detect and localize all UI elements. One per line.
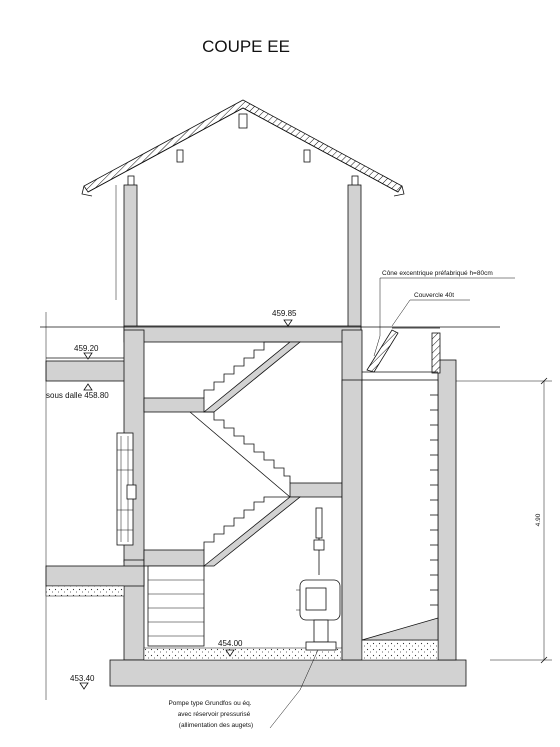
lower-external-slab: [45, 565, 145, 587]
dimension-value: 4.90: [535, 513, 542, 526]
chamber-wall-left: [341, 379, 363, 661]
pump-leader: [269, 649, 319, 729]
ladder-rungs: [430, 394, 438, 606]
level-marker-453-40: [79, 682, 89, 690]
pump-label-1: Pompe type Grundfos ou éq.: [168, 700, 251, 707]
dimension-line: [456, 377, 552, 664]
chamber-wall-right: [437, 359, 457, 661]
level-marker-459-85: [283, 319, 293, 327]
landing-3: [143, 549, 205, 567]
cover-label: Couvercle 40t: [414, 292, 454, 299]
level-marker-459-20: [83, 352, 93, 360]
eccentric-cone: [362, 327, 441, 374]
purlin-right: [303, 149, 311, 163]
level-marker-sous-dalle: [83, 383, 93, 391]
pump-label-2: avec réservoir pressurisé: [178, 711, 251, 718]
ridge-beam: [238, 113, 248, 129]
level-sous-dalle: sous dalle 458.80: [46, 391, 109, 400]
chamber-benching: [361, 617, 439, 641]
stair-flight-3: [202, 496, 302, 567]
stair-flight-1: [202, 341, 302, 413]
cone-leader: [373, 278, 381, 357]
pump-label-3: (allimentation des augets): [179, 722, 253, 729]
cover-leader: [391, 299, 470, 327]
upper-floor-slab: [123, 325, 362, 343]
upper-wall-left: [123, 184, 138, 331]
level-459-20: 459.20: [74, 344, 99, 353]
level-453-40: 453.40: [70, 674, 95, 683]
drawing-title: COUPE EE: [202, 37, 290, 56]
level-marker-454-00: [225, 649, 235, 657]
landing-2: [289, 482, 343, 498]
wall-plate-left: [127, 175, 135, 187]
stair-flight-2: [189, 411, 291, 498]
level-459-85: 459.85: [272, 309, 297, 318]
base-slab: [109, 659, 467, 687]
door-frame: [116, 432, 137, 546]
storage-block: [147, 565, 205, 647]
roof: [81, 99, 405, 197]
chamber-interior: [361, 379, 439, 649]
purlin-left: [176, 149, 184, 163]
wall-plate-right: [351, 175, 359, 187]
cone-label: Cône excentrique préfabriqué h=80cm: [382, 270, 493, 277]
upper-wall-right: [347, 184, 362, 331]
pump-unit: [296, 507, 341, 651]
level-454-00: 454.00: [218, 639, 243, 648]
landing-1: [143, 397, 205, 413]
